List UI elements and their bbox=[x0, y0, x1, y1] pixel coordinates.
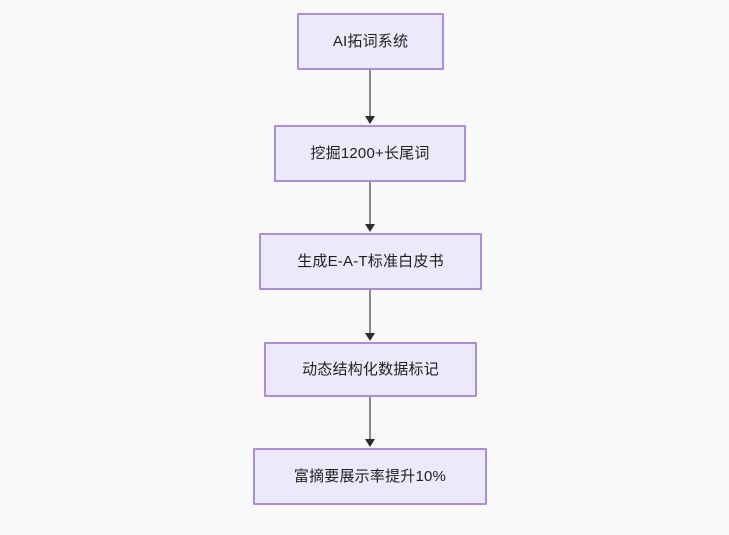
flow-node-generate-eat-whitepaper[interactable]: 生成E-A-T标准白皮书 bbox=[259, 233, 482, 290]
connector-node1-node2 bbox=[369, 70, 371, 117]
flow-node-label: 富摘要展示率提升10% bbox=[293, 467, 447, 485]
flow-node-dynamic-structured-data-markup[interactable]: 动态结构化数据标记 bbox=[264, 342, 477, 397]
flow-node-mine-longtail-keywords[interactable]: 挖掘1200+长尾词 bbox=[274, 125, 466, 182]
connector-node4-node5 bbox=[369, 397, 371, 440]
flow-node-label: 动态结构化数据标记 bbox=[302, 360, 439, 378]
flow-node-label: AI拓词系统 bbox=[332, 32, 409, 50]
flow-node-label: 挖掘1200+长尾词 bbox=[310, 144, 430, 162]
arrowhead-node1-node2 bbox=[365, 116, 375, 124]
connector-node2-node3 bbox=[369, 182, 371, 225]
connector-node3-node4 bbox=[369, 290, 371, 334]
flow-node-rich-snippet-impression-lift[interactable]: 富摘要展示率提升10% bbox=[253, 448, 487, 505]
arrowhead-node3-node4 bbox=[365, 333, 375, 341]
flow-node-label: 生成E-A-T标准白皮书 bbox=[297, 252, 444, 270]
flow-node-ai-keyword-system[interactable]: AI拓词系统 bbox=[297, 13, 444, 70]
arrowhead-node4-node5 bbox=[365, 439, 375, 447]
arrowhead-node2-node3 bbox=[365, 224, 375, 232]
